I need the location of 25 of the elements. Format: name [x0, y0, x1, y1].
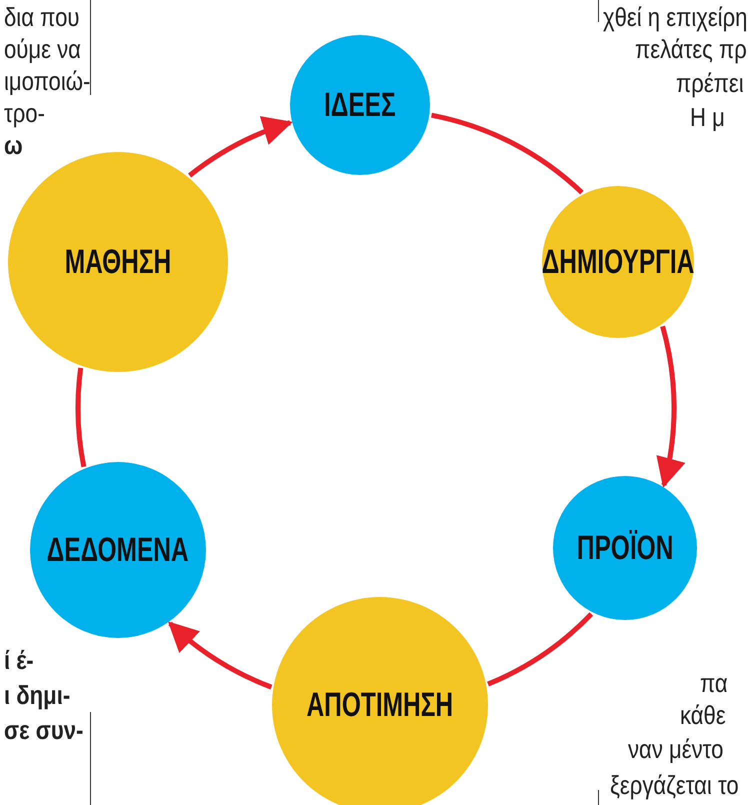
arrow	[654, 326, 684, 488]
text-fragment: πα	[700, 668, 728, 699]
stage-label: ΑΠΟΤΙΜΗΣΗ	[306, 686, 454, 724]
text-fragment: τρο-	[4, 98, 45, 129]
text-fragment: ι δημι-	[4, 680, 70, 711]
text-fragment: κάθε	[680, 700, 726, 731]
text-fragment: ιμοποιώ-	[4, 66, 90, 97]
stage-label: ΔΕΔΟΜΕΝΑ	[47, 530, 189, 570]
text-fragment: πρέπει	[676, 68, 744, 99]
stage-label: ΠΡΟΪΟΝ	[576, 528, 674, 568]
text-fragment: δια που	[4, 2, 80, 33]
arrow	[188, 118, 293, 178]
stage-label: ΙΔΕΕΣ	[324, 86, 396, 124]
text-fragment: ούμε να	[4, 34, 81, 65]
arrow	[168, 622, 272, 690]
text-fragment: ναν μέντο	[628, 734, 724, 765]
text-fragment: Η μ	[690, 102, 725, 133]
text-fragment: πελάτες πρ	[635, 34, 747, 65]
text-fragment: ί έ-	[4, 645, 34, 676]
text-fragment: χθεί η επιχείρη	[602, 2, 747, 33]
stage-label: ΜΑΘΗΣΗ	[64, 242, 172, 282]
text-fragment: ω	[4, 130, 23, 161]
text-fragment: ξεργάζεται το	[610, 770, 739, 801]
text-fragment: σε συν-	[4, 715, 84, 746]
stage-label: ΔΗΜΙΟΥΡΓΙΑ	[542, 242, 694, 282]
